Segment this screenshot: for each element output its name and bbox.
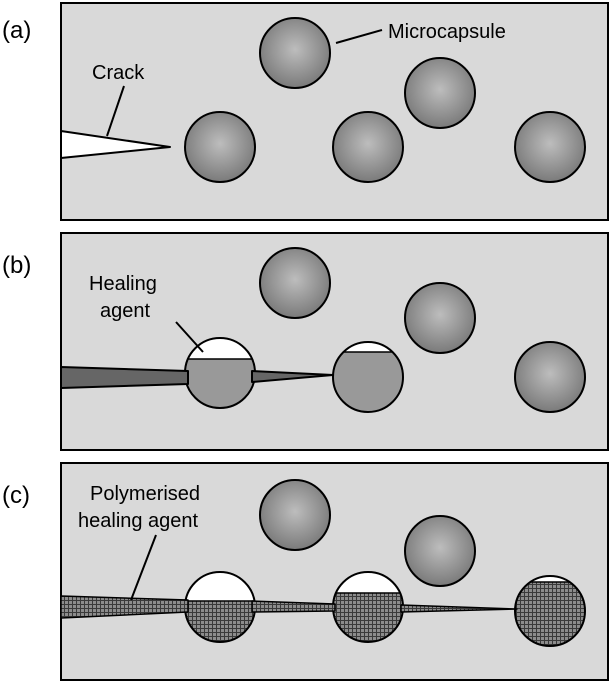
healing-agent-label-line2: agent [100, 300, 150, 322]
crack-filled-with-healing-agent [251, 370, 334, 383]
panel-b-letter: (b) [2, 252, 31, 279]
microcapsule-label: Microcapsule [388, 21, 506, 43]
microcapsule [259, 17, 331, 89]
panel-a-matrix [60, 2, 609, 221]
microcapsule-leader-line [335, 29, 383, 44]
crack-filled-with-polymerised-agent [400, 604, 518, 613]
microcapsule [332, 111, 404, 183]
microcapsule [259, 479, 331, 551]
healing-agent-leader-line [175, 321, 204, 353]
crack-filled-with-healing-agent [60, 366, 189, 389]
microcapsule [404, 282, 476, 354]
polymerised-label-line1: Polymerised [90, 483, 200, 505]
panel-c: (c) Polymerised healing agent [2, 462, 609, 681]
crack-leader-line [106, 85, 125, 137]
crack-filled-with-polymerised-agent [251, 600, 336, 613]
healing-agent-label-line1: Healing [89, 273, 157, 295]
microcapsule [184, 111, 256, 183]
polymerised-leader-line [130, 534, 157, 601]
microcapsule [404, 515, 476, 587]
emptied-microcapsule [332, 571, 404, 643]
polymerised-label-line2: healing agent [78, 510, 199, 532]
panel-c-letter: (c) [2, 482, 30, 509]
microcapsule [514, 341, 586, 413]
ruptured-microcapsule [332, 341, 404, 413]
panel-a: (a) Microcapsule Crack [2, 2, 609, 221]
panel-b-matrix [60, 232, 609, 451]
crack-filled-with-polymerised-agent [60, 595, 189, 619]
panel-c-matrix [60, 462, 609, 681]
crack-label: Crack [92, 62, 145, 84]
microcapsule [404, 57, 476, 129]
panel-b: (b) Healing agent [2, 232, 609, 451]
microcapsule [514, 111, 586, 183]
panel-a-letter: (a) [2, 17, 31, 44]
emptied-microcapsule [514, 575, 586, 647]
crack-a [60, 130, 171, 159]
microcapsule [259, 247, 331, 319]
